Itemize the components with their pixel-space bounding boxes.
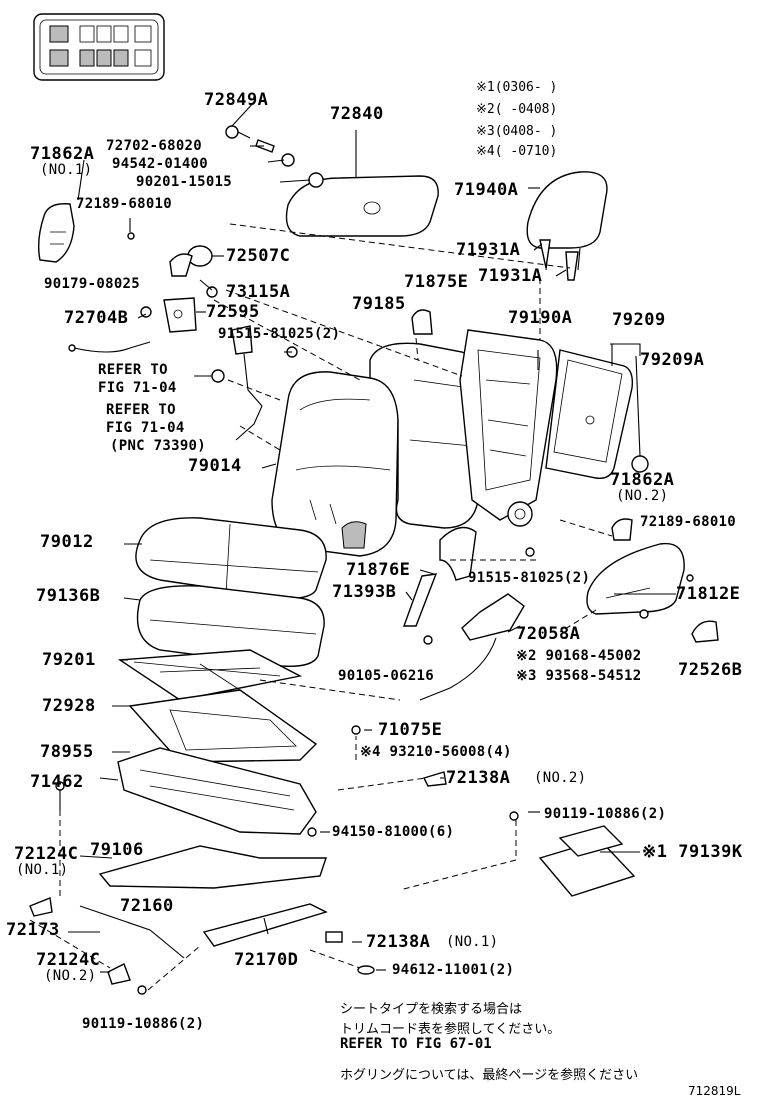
part-label: 79209A bbox=[640, 350, 705, 370]
part-label: 71393B bbox=[332, 582, 397, 602]
hinge-covers bbox=[411, 309, 477, 581]
part-label: 71931A bbox=[478, 266, 543, 286]
part-label: 90179-08025 bbox=[44, 276, 141, 292]
part-label: 72058A bbox=[516, 624, 581, 644]
part-label: (NO.2) bbox=[534, 770, 587, 786]
part-label: 94612-11001(2) bbox=[392, 962, 515, 978]
part-label: 71940A bbox=[454, 180, 519, 200]
part-label: 79014 bbox=[188, 456, 242, 476]
reference-note: REFER TO bbox=[98, 362, 168, 378]
part-label: 72189-68010 bbox=[640, 514, 737, 530]
note-refer-fig: REFER TO FIG 67-01 bbox=[340, 1036, 492, 1052]
part-label: 94542-01400 bbox=[112, 156, 209, 172]
legend-variant-2: ※2( -0408) bbox=[476, 102, 558, 117]
part-label: 90201-15015 bbox=[136, 174, 233, 190]
part-label: 72124C bbox=[36, 950, 101, 970]
seatback-frame bbox=[459, 329, 558, 527]
part-label: 72170D bbox=[234, 950, 299, 970]
rail-clips bbox=[29, 897, 131, 985]
part-label: 72595 bbox=[206, 302, 260, 322]
legend-variant-4: ※4( -0710) bbox=[476, 144, 558, 159]
part-label: 91515-81025(2) bbox=[468, 570, 591, 586]
reference-note: (PNC 73390) bbox=[110, 438, 207, 454]
part-label: 90105-06216 bbox=[338, 668, 435, 684]
part-label: ※2 90168-45002 bbox=[516, 648, 642, 664]
figure-id: 712819L bbox=[688, 1084, 741, 1098]
part-label: 79012 bbox=[40, 532, 94, 552]
part-label: 71462 bbox=[30, 772, 84, 792]
part-label: 71875E bbox=[404, 272, 469, 292]
part-label: 72507C bbox=[226, 246, 291, 266]
reference-note: REFER TO bbox=[106, 402, 176, 418]
seat-cushion-cover bbox=[135, 517, 327, 600]
mat-79139K bbox=[538, 825, 636, 897]
part-label: 71931A bbox=[456, 240, 521, 260]
part-label: (NO.1) bbox=[16, 862, 69, 878]
part-label: 79136B bbox=[36, 586, 101, 606]
part-label: 91515-81025(2) bbox=[218, 326, 341, 342]
seat-cushion-pad bbox=[136, 585, 325, 667]
reference-note: FIG 71-04 bbox=[98, 380, 177, 396]
legend-variant-3: ※3(0408- ) bbox=[476, 124, 558, 139]
note-seat-type-search: シートタイプを検索する場合は bbox=[340, 1002, 523, 1017]
part-label: 79209 bbox=[612, 310, 666, 330]
part-label: ※1 79139K bbox=[642, 842, 743, 862]
legend-variant-1: ※1(0306- ) bbox=[476, 80, 558, 95]
part-label: 72704B bbox=[64, 308, 129, 328]
misc-fasteners bbox=[137, 547, 535, 995]
part-label: 72189-68010 bbox=[76, 196, 173, 212]
part-label: 72702-68020 bbox=[106, 138, 203, 154]
part-label: (NO.2) bbox=[44, 968, 97, 984]
part-label: 90119-10886(2) bbox=[82, 1016, 205, 1032]
part-label: 71876E bbox=[346, 560, 411, 580]
part-label: 72160 bbox=[120, 896, 174, 916]
part-label: 72849A bbox=[204, 90, 269, 110]
part-label: 79201 bbox=[42, 650, 96, 670]
side-cover-no1 bbox=[37, 203, 135, 263]
part-label: 72840 bbox=[330, 104, 384, 124]
note-hog-ring: ホグリングについては、最終ページを参照ください bbox=[340, 1068, 639, 1083]
part-label: 71812E bbox=[676, 584, 741, 604]
part-label: (NO.1) bbox=[40, 162, 93, 178]
part-label: 71862A bbox=[610, 470, 675, 490]
part-label: 94150-81000(6) bbox=[332, 824, 455, 840]
knob-72526B bbox=[691, 620, 719, 643]
reference-note: FIG 71-04 bbox=[106, 420, 185, 436]
side-cover-71812E bbox=[586, 518, 694, 619]
part-label: ※4 93210-56008(4) bbox=[360, 744, 512, 760]
armrest-fasteners bbox=[225, 125, 324, 188]
part-label: 79185 bbox=[352, 294, 406, 314]
part-label: 72928 bbox=[42, 696, 96, 716]
part-label: 71075E bbox=[378, 720, 443, 740]
seatback-pad bbox=[369, 342, 484, 529]
part-label: 72173 bbox=[6, 920, 60, 940]
part-label: ※3 93568-54512 bbox=[516, 668, 642, 684]
part-label: 79190A bbox=[508, 308, 573, 328]
release-lever-mechanism bbox=[403, 573, 525, 701]
seatback-board bbox=[545, 349, 649, 479]
part-label: (NO.2) bbox=[616, 488, 669, 504]
seat-frame bbox=[117, 747, 317, 835]
seat-spring bbox=[117, 649, 303, 701]
part-label: 72526B bbox=[678, 660, 743, 680]
part-label: 73115A bbox=[226, 282, 291, 302]
armrest-part bbox=[285, 130, 439, 237]
part-label: 71862A bbox=[30, 144, 95, 164]
vehicle-seat-layout-thumbnail bbox=[33, 13, 165, 81]
headrest-part bbox=[526, 171, 608, 281]
part-label: 72138A bbox=[446, 768, 511, 788]
part-label: (NO.1) bbox=[446, 934, 499, 950]
part-label: 78955 bbox=[40, 742, 94, 762]
part-label: 90119-10886(2) bbox=[544, 806, 667, 822]
part-label: 72138A bbox=[366, 932, 431, 952]
note-trim-code-table: トリムコード表を参照してください。 bbox=[340, 1022, 561, 1037]
leader-lines bbox=[29, 99, 676, 991]
part-label: 79106 bbox=[90, 840, 144, 860]
part-label: 72124C bbox=[14, 844, 79, 864]
seat-adjuster-rails bbox=[55, 781, 328, 959]
